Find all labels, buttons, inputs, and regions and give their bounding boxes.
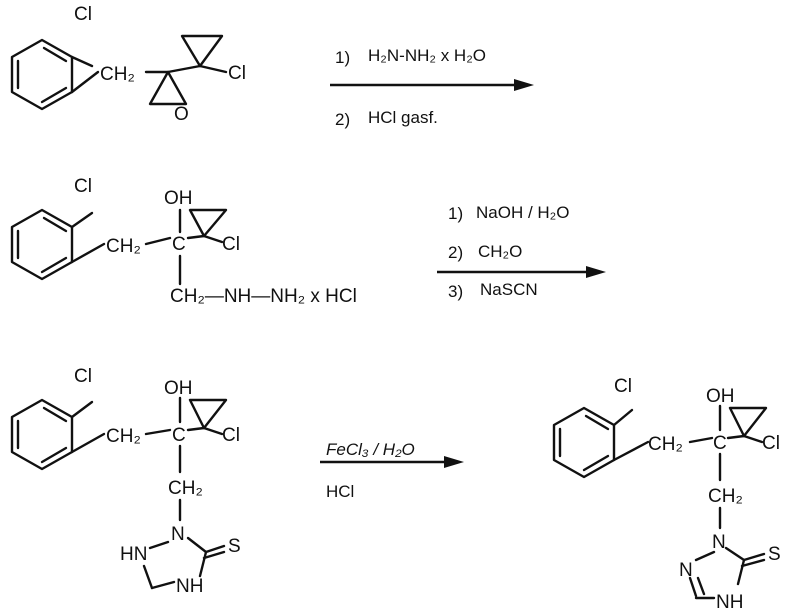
carbon-label: C (172, 234, 186, 255)
chlorine-label: Cl (74, 176, 92, 197)
nitrogen-label: N (679, 560, 693, 581)
ch2-label: CH₂ (708, 486, 743, 507)
ring-bond (150, 580, 176, 590)
hydroxyl-label: OH (164, 188, 193, 209)
hydrazine-chain-label: CH₂—NH—NH₂ x HCl (170, 286, 357, 307)
nh-label: NH (716, 592, 743, 613)
reaction-step-1: 1) H₂N-NH₂ x H₂O 2) HCl gasf. (330, 46, 534, 129)
reagent-hcl-gas: HCl gasf. (368, 108, 438, 127)
condition-number: 1) (448, 204, 463, 223)
nh-label: HN (120, 544, 147, 565)
hydroxyl-label: OH (164, 378, 193, 399)
ring-bond (148, 540, 170, 550)
ch2-label: CH₂ (106, 236, 141, 257)
arrow-head-icon (444, 456, 464, 468)
reagent-hcl: HCl (326, 482, 354, 501)
ring-bond (142, 564, 154, 590)
benzene-ring (10, 398, 74, 471)
epoxide-ring (148, 70, 188, 106)
chlorine-label: Cl (614, 376, 632, 397)
chlorine-label: Cl (222, 234, 240, 255)
cyclopropyl-ring (728, 406, 768, 438)
nh-label: NH (176, 576, 203, 597)
condition-number: 2) (335, 110, 350, 129)
molecule-4: Cl OH CH₂ C Cl CH₂ N N NH S (552, 376, 781, 613)
reagent-hydrazine: H₂N-NH₂ x H₂O (368, 46, 486, 65)
reaction-step-3: FeCl₃ / H₂O HCl (320, 440, 464, 501)
oxygen-label: O (174, 104, 189, 125)
molecule-2: Cl OH CH₂ C Cl CH₂—NH—NH₂ x HCl (10, 176, 357, 307)
arrow-head-icon (586, 266, 606, 278)
ch2-label: CH₂ (168, 478, 203, 499)
carbon-label: C (172, 425, 186, 446)
benzene-ring (10, 38, 74, 111)
chlorine-label: Cl (228, 63, 246, 84)
ring-bond (198, 550, 208, 578)
sulfur-label: S (768, 544, 781, 565)
condition-number: 3) (448, 282, 463, 301)
hydroxyl-label: OH (706, 386, 735, 407)
ch2-label: CH₂ (648, 434, 683, 455)
chlorine-label: Cl (74, 4, 92, 25)
chlorine-label: Cl (74, 366, 92, 387)
condition-number: 1) (335, 48, 350, 67)
condition-number: 2) (448, 243, 463, 262)
arrow-head-icon (514, 79, 534, 91)
ch2-label: CH₂ (106, 426, 141, 447)
cyclopropyl-ring (188, 208, 228, 238)
benzene-ring (10, 208, 74, 281)
ring-bond (696, 576, 706, 596)
sulfur-label: S (228, 536, 241, 557)
reaction-step-2: 1) NaOH / H₂O 2) CH₂O 3) NaSCN (437, 203, 606, 301)
ch2-label: CH₂ (100, 64, 135, 85)
ring-bond (736, 558, 746, 586)
reagent-fecl3: FeCl₃ / H₂O (326, 440, 415, 459)
chlorine-label: Cl (222, 425, 240, 446)
nitrogen-label: N (712, 532, 726, 553)
nitrogen-label: N (171, 524, 185, 545)
reagent-formaldehyde: CH₂O (478, 242, 522, 261)
reagent-nascn: NaSCN (480, 280, 538, 299)
carbon-label: C (713, 433, 727, 454)
ring-bond (694, 550, 716, 562)
ring-bond (724, 546, 746, 562)
cyclopropyl-ring (180, 34, 224, 68)
reagent-naoh: NaOH / H₂O (476, 203, 570, 222)
ring-bond (186, 536, 208, 554)
molecule-3: Cl OH CH₂ C Cl CH₂ N HN NH S (10, 366, 241, 597)
ring-bond (688, 576, 698, 598)
cyclopropyl-ring (188, 398, 228, 430)
molecule-1: Cl CH₂ O Cl (10, 4, 246, 125)
chlorine-label: Cl (762, 433, 780, 454)
benzene-ring (552, 406, 616, 479)
